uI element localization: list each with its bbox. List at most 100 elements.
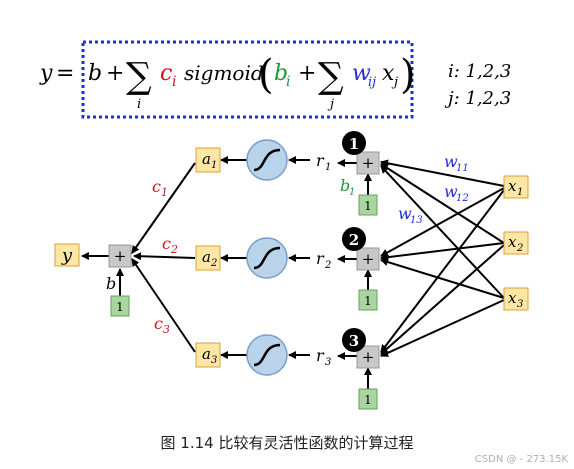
w11-sub: 11 [456, 163, 469, 174]
plus-node-2: + [356, 247, 380, 271]
formula-paren-right: ) [400, 52, 416, 98]
plus-node-3: + [356, 345, 380, 369]
formula-w: w [352, 61, 371, 86]
x3-node: x 3 [503, 287, 529, 311]
r-labels: r 1 r 2 r 3 [316, 151, 331, 368]
x2-sub: 2 [516, 243, 523, 254]
badge-3: 3 [342, 328, 366, 352]
badge-2-label: 2 [349, 231, 359, 249]
bias-one-3: 1 [358, 388, 378, 410]
formula-equals: = [56, 61, 74, 86]
w-labels: w 11 w 12 w 13 [398, 152, 469, 226]
badge-1: 1 [342, 131, 366, 155]
formula-plus-2: + [298, 61, 316, 86]
output-y-label: y [61, 245, 73, 266]
x1-sub: 1 [517, 187, 523, 198]
formula-x-sub: j [391, 75, 398, 90]
formula: y = b + ∑ i c i sigmoid ( b i + ∑ j w ij… [39, 40, 511, 119]
formula-y: y [39, 61, 53, 86]
edge-x1-plus2 [380, 187, 505, 257]
edge-x1-plus1 [380, 159, 505, 187]
badge-3-label: 3 [349, 332, 359, 350]
output-one-label: 1 [116, 300, 124, 314]
formula-sigmoid: sigmoid [184, 61, 264, 85]
formula-b-i: b [274, 61, 288, 86]
edge-x1-plus3 [380, 189, 505, 353]
formula-c: c [160, 61, 172, 86]
formula-b: b [88, 61, 102, 86]
output-y-node: y [54, 243, 80, 267]
a1-label: a [202, 150, 211, 168]
x1-label: x [508, 177, 517, 195]
bias-one-1-label: 1 [364, 199, 372, 213]
edge-x3-plus3 [380, 299, 505, 357]
c3-label: c [154, 314, 163, 333]
edge-x2-plus2 [380, 242, 505, 262]
a2-node: a 2 [195, 245, 221, 271]
figure-caption: 图 1.14 比较有灵活性函数的计算过程 [160, 434, 414, 452]
r1-sub: 1 [325, 162, 331, 173]
w12-label: w [444, 182, 458, 201]
x2-label: x [508, 233, 517, 251]
formula-plus-1: + [106, 61, 124, 86]
output-plus-label: + [114, 247, 127, 265]
output-bias-one: 1 [110, 295, 130, 317]
c1-sub: 1 [161, 186, 168, 199]
j-range: j: 1,2,3 [444, 88, 511, 109]
output-bias-label: b [106, 274, 116, 293]
sum-symbol-outer: ∑ [126, 56, 152, 97]
sum-index-inner: j [327, 97, 334, 112]
bias-one-2: 1 [358, 289, 378, 311]
output-plus-node: + [108, 244, 132, 268]
formula-dashed-box [81, 40, 414, 119]
plus-node-1: + [356, 151, 380, 175]
badge-1-label: 1 [349, 135, 359, 153]
edge-x3-plus1 [380, 165, 505, 299]
x3-sub: 3 [517, 299, 523, 310]
plus-2-label: + [362, 250, 375, 268]
formula-paren-left: ( [258, 52, 274, 98]
bias-one-1: 1 [358, 194, 378, 216]
r1-label: r [316, 151, 325, 170]
r3-label: r [316, 346, 325, 365]
x3-label: x [508, 289, 517, 307]
formula-x: x [382, 61, 395, 86]
formula-b-sub: i [286, 74, 290, 90]
plus-1-label: + [362, 154, 375, 172]
x1-node: x 1 [503, 175, 529, 199]
edge-x3-plus2 [380, 258, 505, 299]
sigmoid-2-icon [246, 237, 288, 279]
bias-one-3-label: 1 [364, 393, 372, 407]
arrow-a2-plus [133, 252, 196, 261]
w13-sub: 13 [410, 215, 423, 226]
formula-c-sub: i [172, 74, 176, 90]
r2-label: r [316, 249, 325, 268]
edge-x2-plus3 [380, 244, 505, 355]
a2-sub: 2 [210, 258, 217, 269]
w11-label: w [444, 152, 458, 171]
w13-label: w [398, 204, 412, 223]
a3-node: a 3 [195, 342, 221, 368]
c2-label: c [162, 234, 171, 253]
sum-symbol-inner: ∑ [318, 56, 344, 97]
input-connections [380, 159, 505, 357]
c3-sub: 3 [163, 323, 170, 336]
c1-label: c [152, 177, 161, 196]
a3-label: a [202, 345, 211, 363]
x2-node: x 2 [503, 231, 529, 255]
a3-sub: 3 [211, 355, 217, 366]
a1-sub: 1 [211, 160, 217, 171]
b1-label: b [340, 176, 350, 195]
plus-3-label: + [362, 348, 375, 366]
c-labels: c 1 c 2 c 3 [152, 177, 178, 336]
sigmoid-3-icon [246, 334, 288, 376]
bias-one-2-label: 1 [364, 294, 372, 308]
r2-sub: 2 [324, 260, 331, 271]
i-range: i: 1,2,3 [448, 61, 511, 82]
badge-2: 2 [342, 227, 366, 251]
arrow-a1-plus [131, 162, 196, 254]
sum-index-outer: i [137, 97, 141, 112]
a1-node: a 1 [195, 147, 221, 173]
watermark: CSDN @ - 273.15K [474, 454, 568, 465]
